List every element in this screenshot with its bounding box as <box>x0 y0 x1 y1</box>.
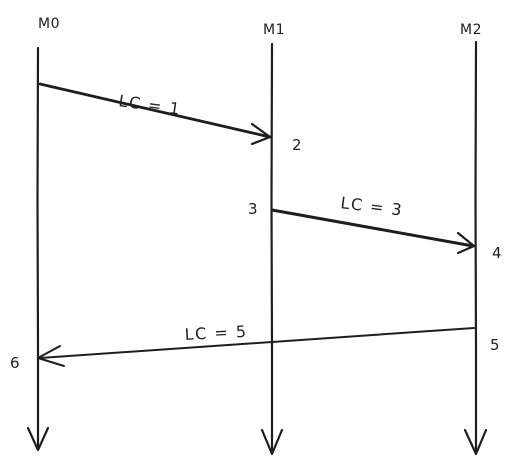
event-label-m1-receive: 2 <box>292 136 303 154</box>
event-label-m0-receive: 6 <box>10 354 21 372</box>
timeline-m0-line <box>36 46 40 448</box>
message-m2-to-m0: LC = 5 <box>37 322 475 367</box>
message-m0-to-m1-line <box>38 82 272 139</box>
message-m1-to-m2-line <box>270 208 475 248</box>
event-label-m2-receive: 4 <box>492 244 503 262</box>
process-header-m1: M1 <box>263 22 285 38</box>
timeline-m2 <box>463 40 488 456</box>
timeline-m2-line <box>474 40 478 452</box>
message-m0-to-m1-arrowhead <box>250 122 272 146</box>
timeline-m1-line <box>270 42 274 452</box>
message-m2-to-m0-line <box>39 327 475 359</box>
process-header-m0: M0 <box>38 16 60 32</box>
message-m1-to-m2-label: LC = 3 <box>340 193 405 220</box>
timeline-m2-arrowhead <box>463 428 488 456</box>
timeline-m1-arrowhead <box>260 428 284 456</box>
message-m0-to-m1-label: LC = 1 <box>117 91 182 119</box>
message-m0-to-m1: LC = 1 <box>38 82 272 146</box>
message-m2-to-m0-label: LC = 5 <box>184 322 248 344</box>
message-m2-to-m0-arrowhead <box>37 345 65 367</box>
timeline-m0-arrowhead <box>26 426 50 452</box>
process-header-m2: M2 <box>460 22 482 38</box>
message-m1-to-m2: LC = 3 <box>270 193 476 255</box>
timeline-m0 <box>26 46 50 452</box>
message-m1-to-m2-arrowhead <box>456 231 476 255</box>
event-label-m2-send: 5 <box>490 336 501 354</box>
timeline-m1 <box>260 42 284 456</box>
event-label-m1-send: 3 <box>248 200 259 218</box>
